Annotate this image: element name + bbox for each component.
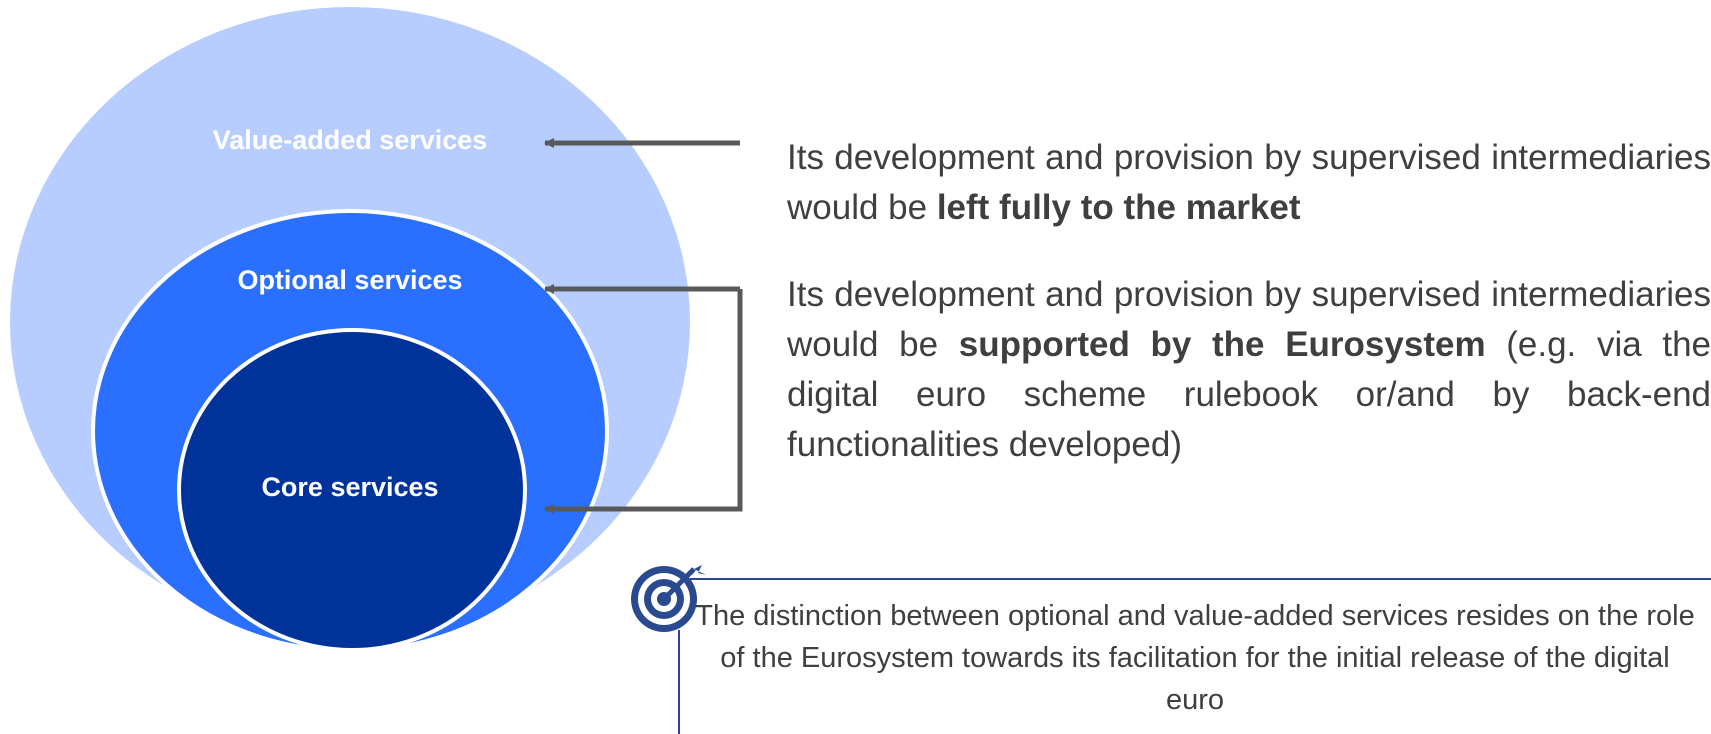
core-services-label: Core services <box>261 472 439 502</box>
core-services-circle <box>177 328 527 652</box>
value-added-services-label: Value-added services <box>212 125 488 155</box>
value-added-description-emphasis: left fully to the market <box>936 188 1301 227</box>
optional-description-emphasis: supported by the Eurosystem <box>958 325 1486 364</box>
optional-description-text: Its development and provision by supervi… <box>787 275 1711 364</box>
target-icon <box>631 561 706 632</box>
optional-description: Its development and provision by supervi… <box>787 270 1711 470</box>
note-text: The distinction between optional and val… <box>695 600 1695 716</box>
optional-bracket-arrow <box>544 289 743 514</box>
optional-description-suffix: (e.g. via the digital euro scheme rulebo… <box>787 325 1711 464</box>
optional-services-label: Optional services <box>237 265 463 295</box>
value-added-description: Its development and provision by supervi… <box>787 133 1711 233</box>
value-added-description-text: Its development and provision by supervi… <box>787 138 1711 227</box>
